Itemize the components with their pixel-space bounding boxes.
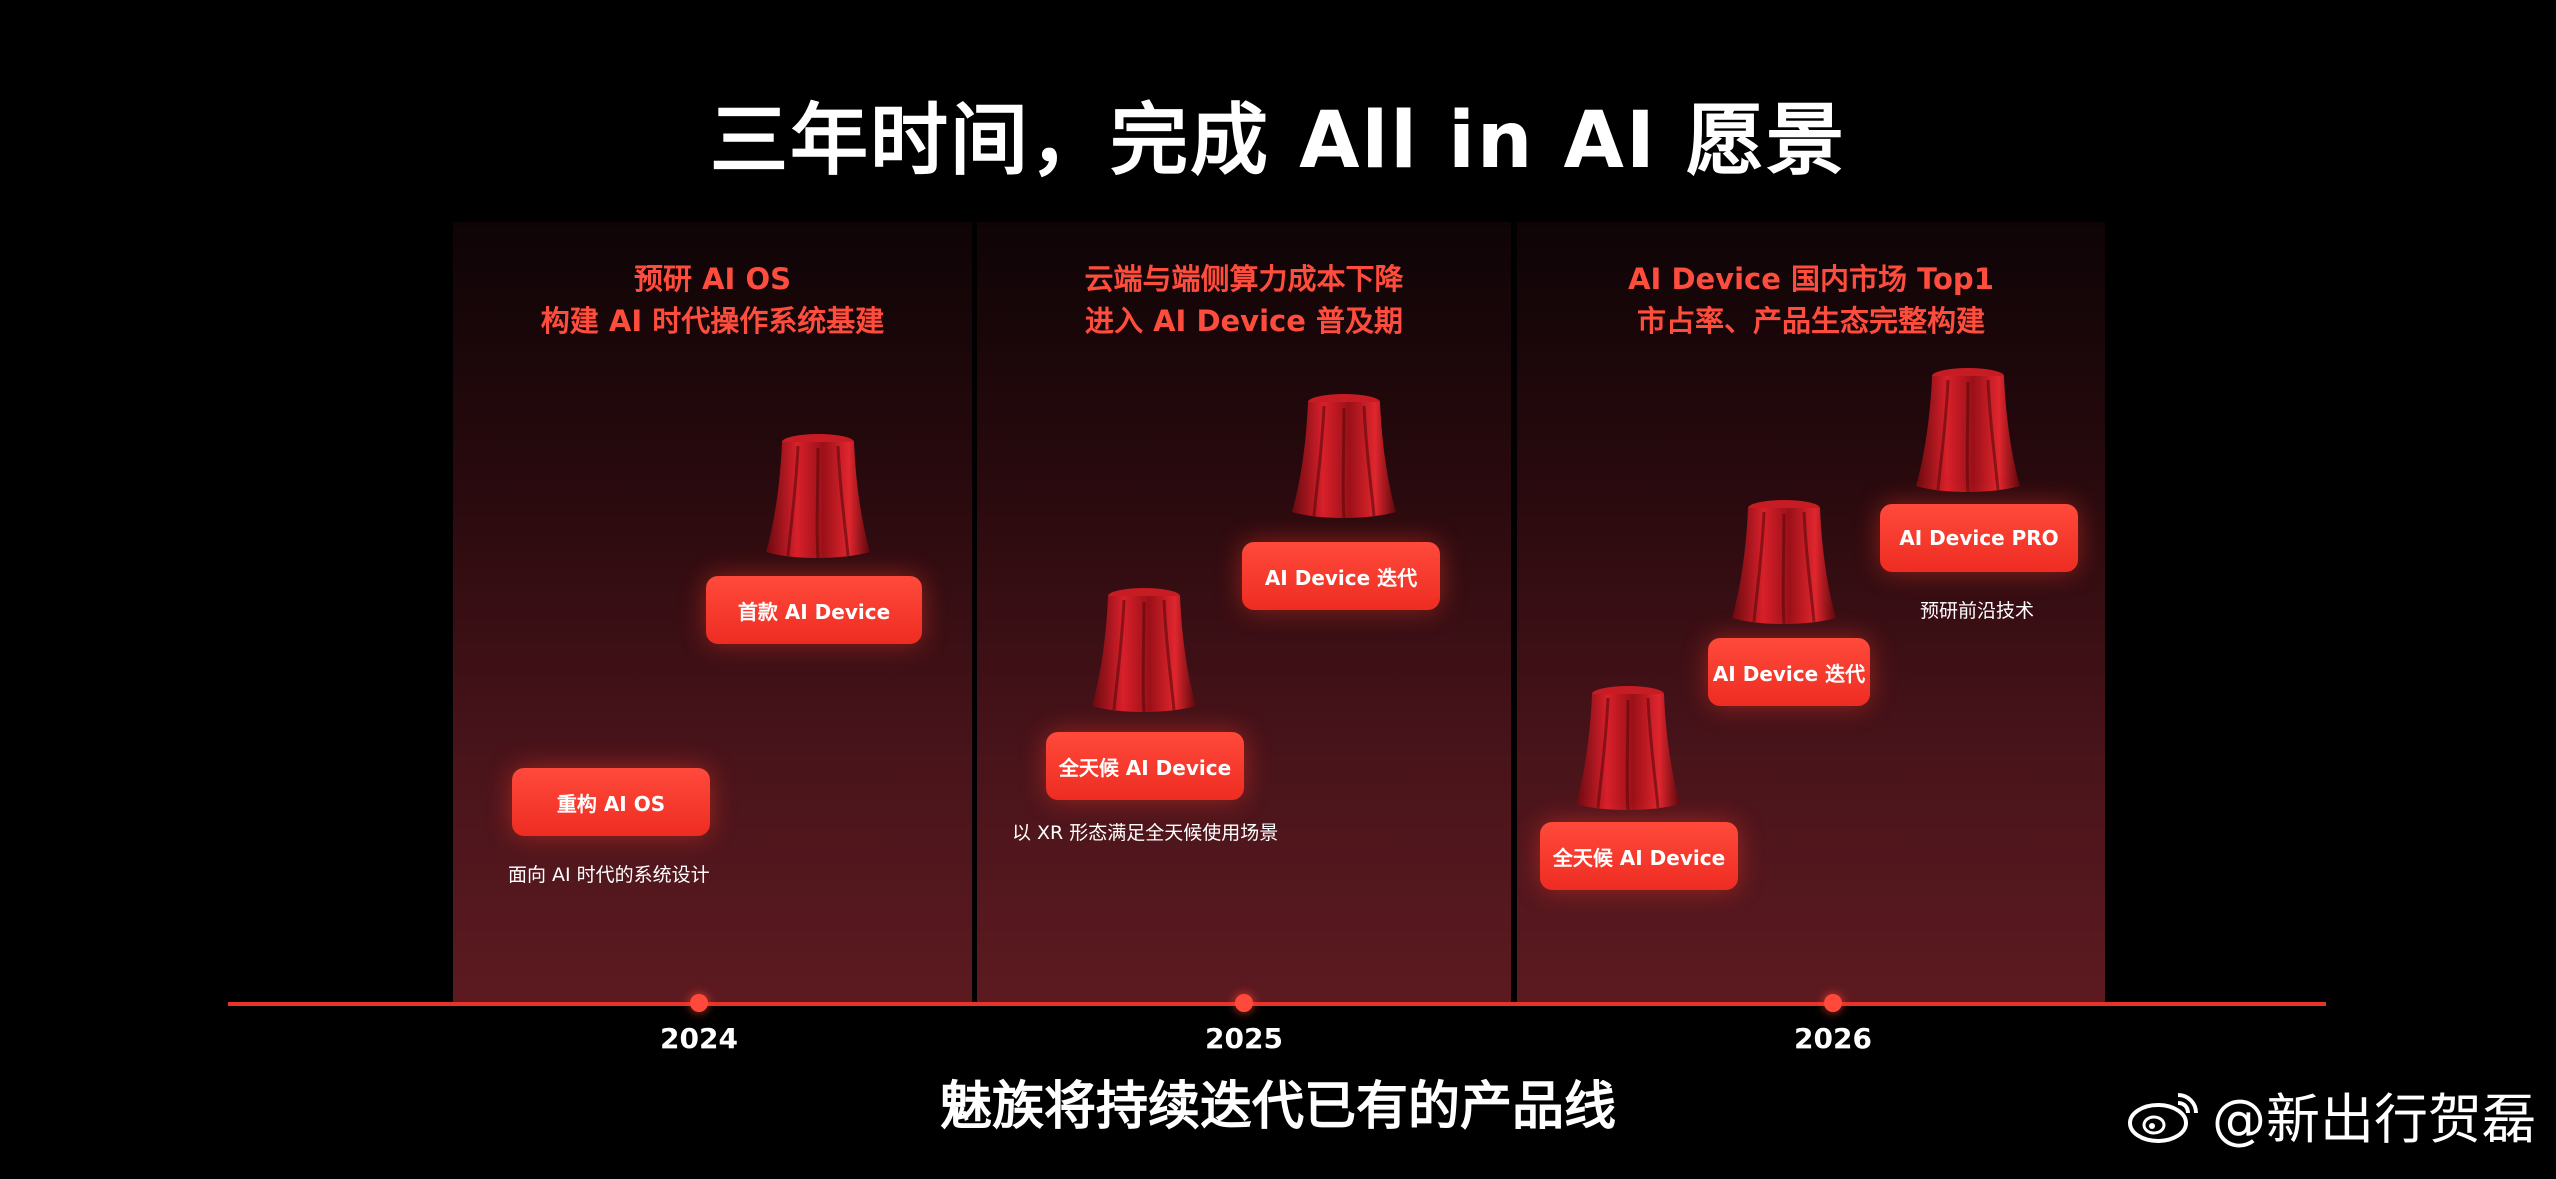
milestone-note: 预研前沿技术 — [1920, 600, 2035, 622]
weibo-icon — [2128, 1092, 2198, 1143]
milestone-ai-device-iteration: AI Device 迭代 — [1242, 542, 1440, 610]
timeline-dot — [690, 994, 708, 1012]
heading-line: AI Device 国内市场 Top1 — [1628, 262, 1994, 296]
watermark-text: @新出行贺磊 — [2212, 1088, 2536, 1151]
milestone-all-day-ai-device: 全天候 AI Device — [1046, 732, 1244, 800]
pedestal-icon — [1288, 392, 1400, 520]
column-2025: 云端与端侧算力成本下降 进入 AI Device 普及期 — [977, 222, 1511, 1002]
heading-line: 市占率、产品生态完整构建 — [1636, 304, 1985, 338]
milestone-all-day-ai-device-2026: 全天候 AI Device — [1540, 822, 1738, 890]
milestone-rebuild-ai-os: 重构 AI OS — [512, 768, 710, 836]
heading-line: 预研 AI OS — [634, 262, 791, 296]
timeline-dot — [1235, 994, 1253, 1012]
year-label: 2026 — [1794, 1022, 1872, 1055]
milestone-ai-device-pro: AI Device PRO — [1880, 504, 2078, 572]
pedestal-icon — [1728, 498, 1840, 626]
milestone-ai-device-iteration-2026: AI Device 迭代 — [1708, 638, 1870, 706]
page-title: 三年时间，完成 All in AI 愿景 — [709, 96, 1847, 186]
column-heading: 预研 AI OS 构建 AI 时代操作系统基建 — [453, 258, 972, 342]
heading-line: 进入 AI Device 普及期 — [1085, 304, 1403, 338]
timeline-dot — [1824, 994, 1842, 1012]
pedestal-icon — [1088, 586, 1200, 714]
year-label: 2025 — [1205, 1022, 1283, 1055]
watermark: @新出行贺磊 — [2124, 1075, 2536, 1154]
timeline-line — [228, 1002, 2326, 1006]
column-heading: 云端与端侧算力成本下降 进入 AI Device 普及期 — [977, 258, 1511, 342]
pedestal-icon — [762, 432, 874, 560]
milestone-note: 以 XR 形态满足全天候使用场景 — [1012, 822, 1279, 844]
milestone-first-ai-device: 首款 AI Device — [706, 576, 922, 644]
milestone-note: 面向 AI 时代的系统设计 — [508, 864, 710, 886]
pedestal-icon — [1912, 366, 2024, 494]
heading-line: 构建 AI 时代操作系统基建 — [540, 304, 885, 338]
caption-subtitle: 魅族将持续迭代已有的产品线 — [939, 1077, 1616, 1137]
pedestal-icon — [1572, 684, 1684, 812]
year-label: 2024 — [660, 1022, 738, 1055]
heading-line: 云端与端侧算力成本下降 — [1084, 262, 1404, 296]
column-heading: AI Device 国内市场 Top1 市占率、产品生态完整构建 — [1517, 258, 2105, 342]
